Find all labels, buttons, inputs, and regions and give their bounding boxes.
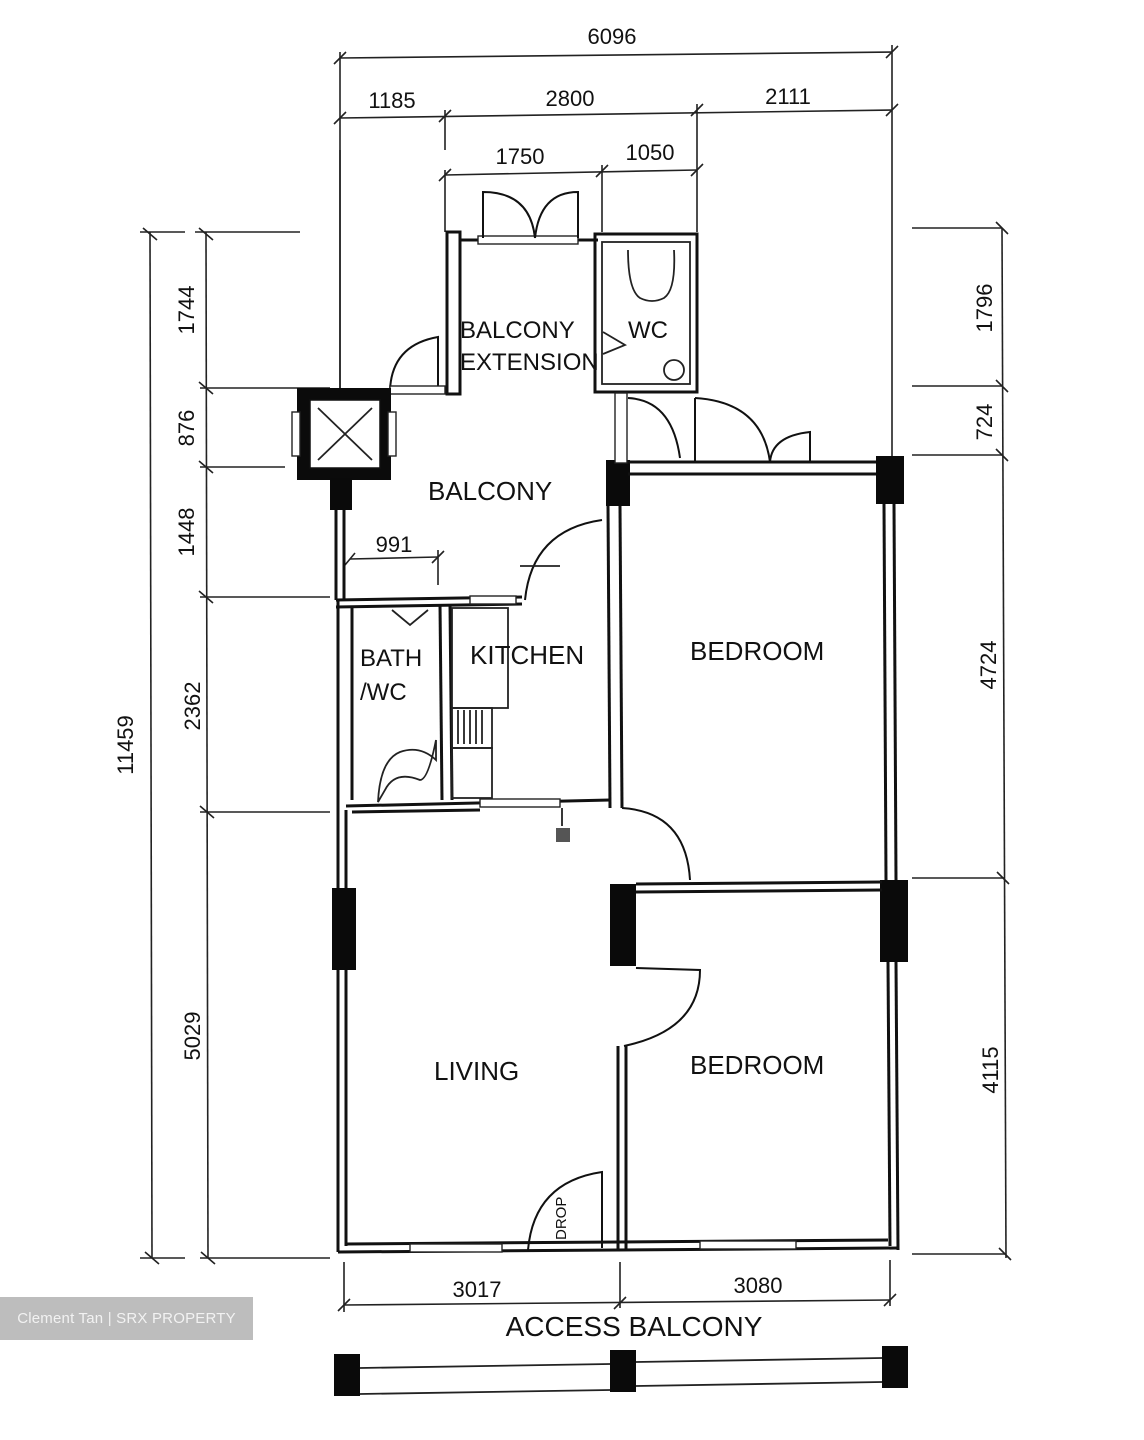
dim-left-seg-1: 1744	[174, 286, 199, 335]
label-kitchen: KITCHEN	[470, 640, 584, 670]
label-wc: WC	[628, 317, 668, 344]
dim-left-seg-2: 876	[174, 410, 199, 447]
watermark-text: Clement Tan | SRX PROPERTY	[17, 1310, 236, 1327]
meter-icon	[556, 808, 570, 842]
label-bath-2: /WC	[360, 679, 407, 706]
label-bedroom-1: BEDROOM	[690, 636, 824, 666]
label-access-balcony: ACCESS BALCONY	[506, 1311, 763, 1342]
dim-sub-seg-2: 1050	[626, 140, 675, 165]
dim-sub-seg-1: 1750	[496, 144, 545, 169]
dim-right-seg-2: 724	[972, 404, 997, 441]
label-drop: DROP	[553, 1197, 570, 1240]
dim-right-seg-3: 4724	[976, 641, 1001, 690]
dim-left-seg-3: 1448	[174, 508, 199, 557]
dim-right-seg-4: 4115	[978, 1046, 1003, 1093]
dim-left-overall: 11459	[113, 715, 138, 775]
dimension-labels: 6096 1185 2800 2111 1750 1050 11459 1744…	[113, 24, 1003, 1302]
label-balcony-extension-2: EXTENSION	[460, 349, 599, 376]
walls	[291, 230, 908, 1396]
balcony-extension-doors	[482, 190, 579, 239]
stove-icon	[451, 707, 493, 799]
label-living: LIVING	[434, 1056, 519, 1086]
dim-bath-width: 991	[376, 532, 413, 557]
toilet-icon	[377, 739, 437, 803]
dim-left-seg-4: 2362	[180, 682, 205, 731]
dim-left-seg-5: 5029	[180, 1012, 205, 1061]
dim-bottom-seg-2: 3080	[734, 1273, 783, 1298]
label-balcony-extension-1: BALCONY	[460, 317, 575, 344]
dim-bottom-seg-1: 3017	[453, 1277, 502, 1302]
dimension-lines	[140, 45, 1012, 1312]
label-balcony: BALCONY	[428, 476, 552, 506]
dim-top-seg-3: 2111	[765, 84, 811, 109]
dim-top-overall: 6096	[588, 24, 637, 49]
watermark-badge: Clement Tan | SRX PROPERTY	[0, 1297, 253, 1340]
label-bath-1: BATH	[360, 645, 422, 672]
dim-top-seg-2: 2800	[546, 86, 595, 111]
dim-top-seg-1: 1185	[368, 88, 415, 113]
label-bedroom-2: BEDROOM	[690, 1050, 824, 1080]
dim-right-seg-1: 1796	[972, 284, 997, 333]
room-labels: BALCONY EXTENSION WC BALCONY BATH /WC KI…	[360, 317, 824, 1342]
